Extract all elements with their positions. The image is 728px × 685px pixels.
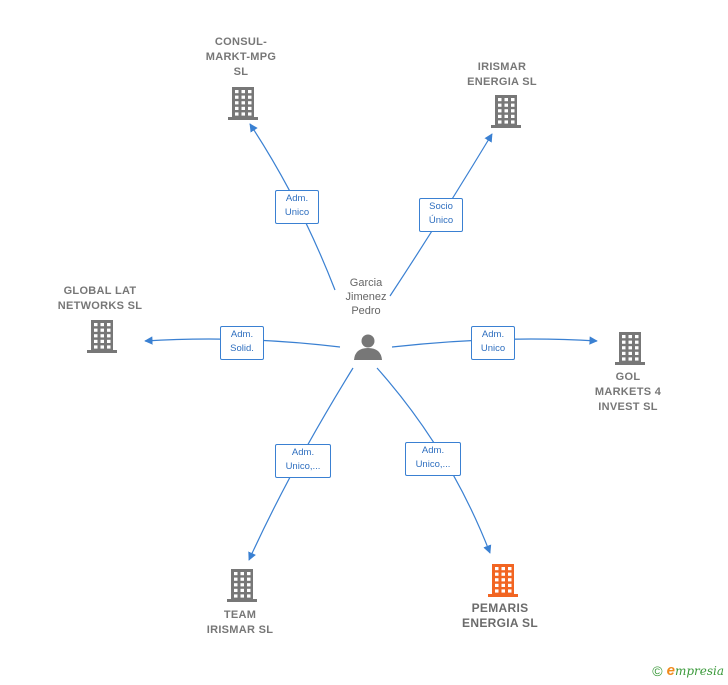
relation-label-gol-markets[interactable]: Adm. Unico bbox=[471, 326, 515, 360]
relation-label-team-irismar[interactable]: Adm. Unico,... bbox=[275, 444, 331, 478]
footer-brand: © e mpresia bbox=[652, 662, 724, 679]
building-icon bbox=[491, 95, 521, 128]
company-label-consul[interactable]: CONSUL- MARKT-MPG SL bbox=[205, 36, 277, 78]
building-icon bbox=[488, 564, 518, 597]
brand-initial: e bbox=[666, 662, 675, 679]
company-label-irismar-energia[interactable]: IRISMAR ENERGIA SL bbox=[467, 61, 537, 88]
building-icon bbox=[87, 320, 117, 353]
relation-label-consul[interactable]: Adm. Unico bbox=[275, 190, 319, 224]
building-icon bbox=[228, 87, 258, 120]
person-name-label[interactable]: Garcia Jimenez Pedro bbox=[345, 277, 387, 317]
company-label-team-irismar[interactable]: TEAM IRISMAR SL bbox=[206, 609, 274, 636]
company-label-global-lat[interactable]: GLOBAL LAT NETWORKS SL bbox=[57, 285, 143, 312]
copyright-symbol: © bbox=[652, 662, 663, 679]
relation-label-pemaris[interactable]: Adm. Unico,... bbox=[405, 442, 461, 476]
person-icon bbox=[354, 334, 382, 360]
building-icon bbox=[615, 332, 645, 365]
building-icon bbox=[227, 569, 257, 602]
company-label-gol-markets[interactable]: GOL MARKETS 4 INVEST SL bbox=[594, 371, 662, 413]
company-label-pemaris[interactable]: PEMARIS ENERGIA SL bbox=[462, 601, 538, 630]
relation-label-global-lat[interactable]: Adm. Solid. bbox=[220, 326, 264, 360]
brand-name: mpresia bbox=[674, 663, 724, 678]
relation-label-irismar-energia[interactable]: Socio Único bbox=[419, 198, 463, 232]
